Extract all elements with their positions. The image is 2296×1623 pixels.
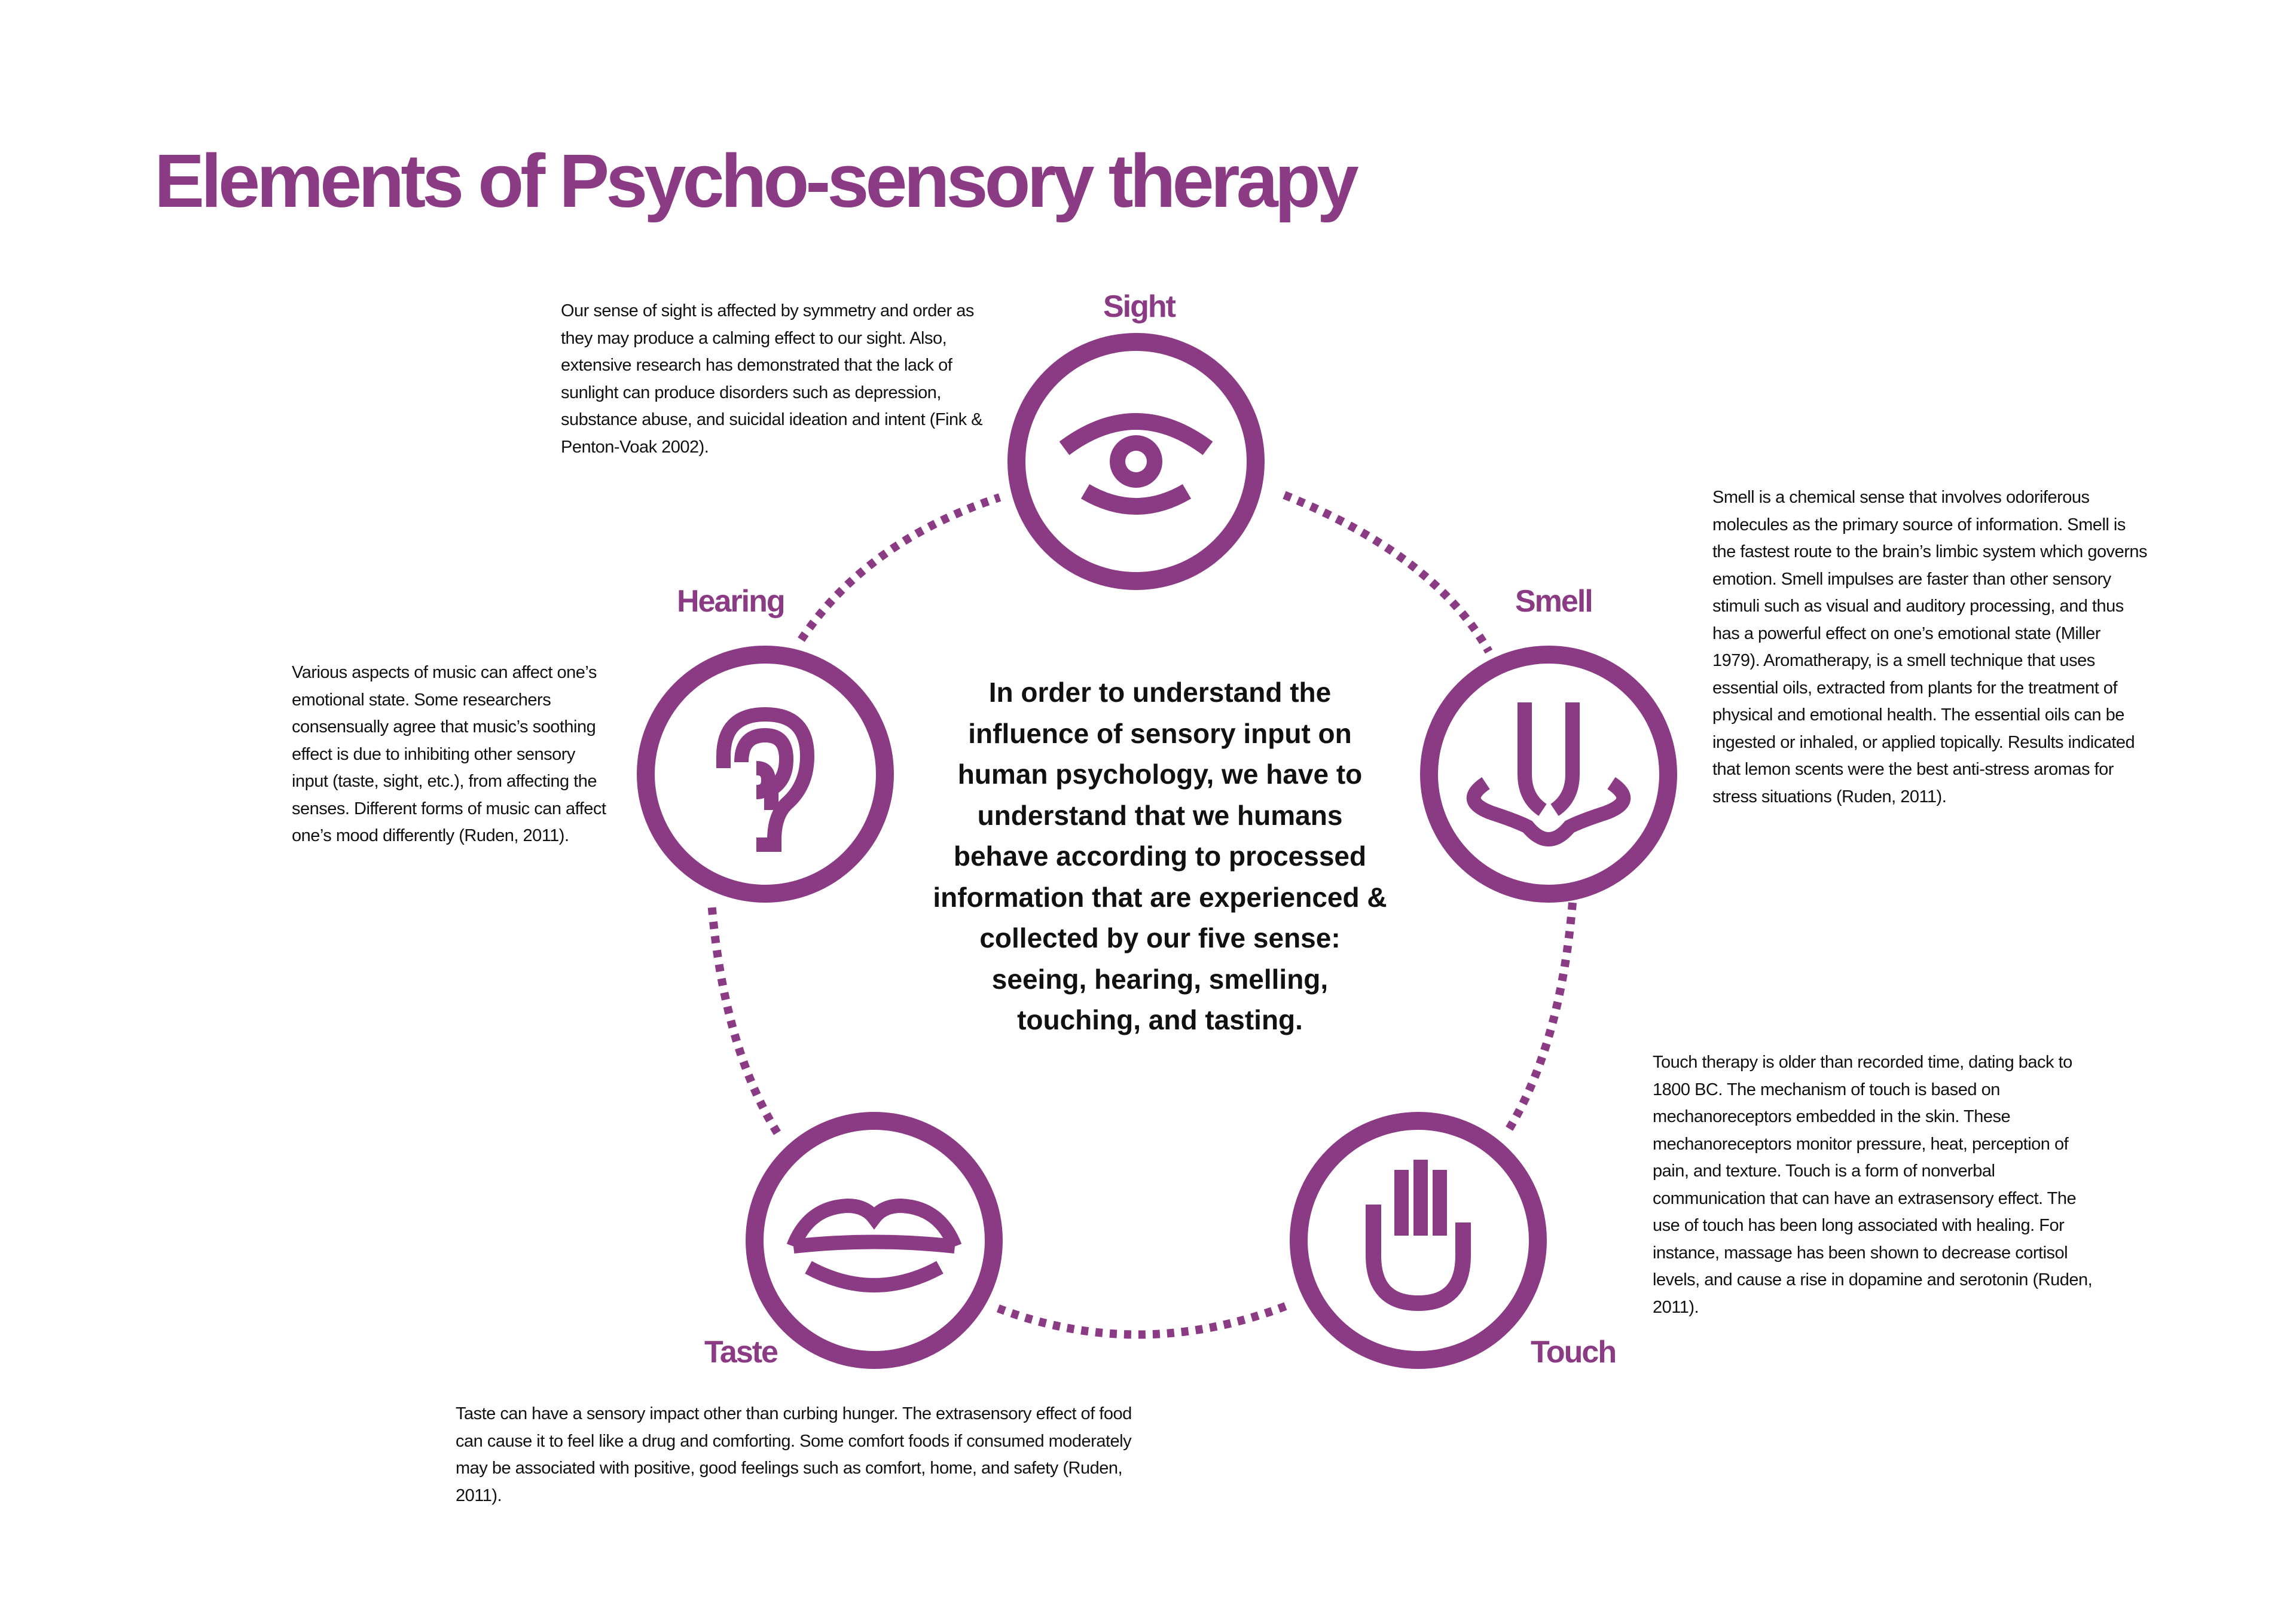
eye-icon (1059, 413, 1213, 515)
hearing-node (637, 646, 894, 903)
connector-sight-smell (1283, 491, 1493, 654)
taste-circle (746, 1112, 1003, 1369)
center-summary: In order to understand the influence of … (933, 677, 1387, 1035)
ear-icon (716, 707, 815, 852)
touch-description: Touch therapy is older than recorded tim… (1653, 1053, 2093, 1317)
label-taste: Taste (704, 1335, 778, 1370)
taste-node (746, 1112, 1003, 1369)
smell-description: Smell is a chemical sense that involves … (1712, 488, 2148, 806)
taste-description: Taste can have a sensory impact other th… (456, 1404, 1132, 1505)
sight-description: Our sense of sight is affected by symmet… (561, 301, 983, 457)
sight-circle (1007, 333, 1265, 590)
connector-touch-taste (991, 1302, 1287, 1339)
smell-node (1420, 646, 1677, 903)
smell-circle (1420, 646, 1677, 903)
lips-icon (786, 1198, 962, 1292)
connector-taste-hearing (707, 902, 781, 1135)
label-sight: Sight (1103, 289, 1176, 324)
label-hearing: Hearing (677, 584, 786, 619)
page-title: Elements of Psycho-sensory therapy (154, 139, 1359, 223)
nose-icon (1467, 702, 1631, 846)
hand-icon (1366, 1160, 1471, 1312)
label-smell: Smell (1515, 584, 1593, 619)
touch-node (1290, 1112, 1547, 1369)
hearing-description: Various aspects of music can affect one’… (292, 663, 606, 845)
sight-node (1007, 333, 1265, 590)
touch-circle (1290, 1112, 1547, 1369)
connector-smell-touch (1503, 902, 1577, 1135)
hearing-circle (637, 646, 894, 903)
label-touch: Touch (1531, 1335, 1617, 1370)
connector-hearing-sight (798, 493, 1002, 642)
